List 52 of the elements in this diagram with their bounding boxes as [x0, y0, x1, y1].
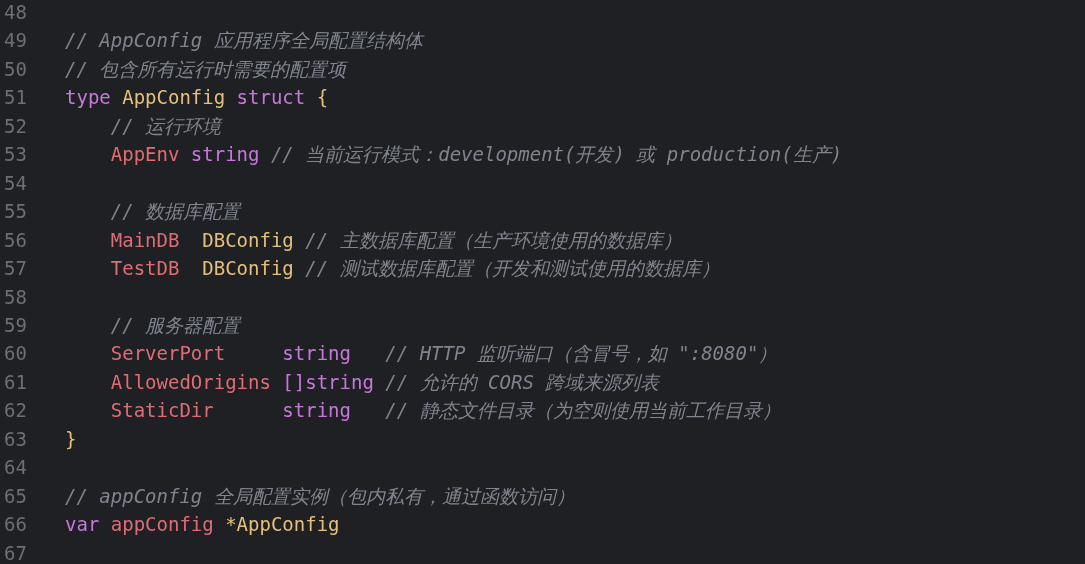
- line-number: 57: [4, 256, 27, 281]
- line-number: 65: [4, 483, 27, 508]
- code-comment: // 包含所有运行时需要的配置项: [65, 56, 347, 81]
- line-number: 61: [4, 369, 27, 394]
- code-comment: // 服务器配置: [110, 312, 241, 337]
- code-keyword: string: [190, 142, 260, 167]
- code-comment: // 允许的 CORS 跨域来源列表: [385, 369, 660, 394]
- line-number: 60: [4, 341, 27, 366]
- brace: }: [65, 426, 77, 451]
- code-comment: // AppConfig 应用程序全局配置结构体: [65, 28, 423, 53]
- variable-name: appConfig: [110, 512, 214, 537]
- line-number: 58: [4, 284, 27, 309]
- code-comment: // 运行环境: [110, 113, 222, 138]
- code-comment: // HTTP 监听端口（含冒号，如 ":8080"）: [385, 341, 778, 366]
- field-name: StaticDir: [110, 398, 214, 423]
- type-name: DBConfig: [202, 227, 294, 252]
- line-number: 55: [4, 199, 27, 224]
- line-number: 53: [4, 142, 27, 167]
- code-keyword: string: [282, 398, 351, 423]
- field-name: TestDB: [110, 256, 180, 281]
- code-keyword: type: [65, 85, 111, 110]
- line-number: 54: [4, 170, 27, 195]
- line-number: 49: [4, 28, 27, 53]
- line-number: 56: [4, 227, 27, 252]
- line-number: 63: [4, 426, 27, 451]
- code-keyword: []string: [282, 369, 374, 394]
- line-number: 64: [4, 455, 27, 480]
- code-comment: // 数据库配置: [110, 199, 241, 224]
- line-number: 66: [4, 512, 27, 537]
- line-number: 62: [4, 398, 27, 423]
- line-number: 67: [4, 540, 27, 564]
- field-name: ServerPort: [110, 341, 226, 366]
- code-keyword: struct: [236, 85, 306, 110]
- line-number: 51: [4, 85, 27, 110]
- code-comment: // 主数据库配置（生产环境使用的数据库）: [305, 227, 682, 252]
- code-comment: // 测试数据库配置（开发和测试使用的数据库）: [305, 256, 720, 281]
- code-comment: // 当前运行模式：development(开发) 或 production(生产): [270, 142, 843, 167]
- field-name: AllowedOrigins: [110, 369, 271, 394]
- code-comment: // appConfig 全局配置实例（包内私有，通过函数访问）: [65, 483, 575, 508]
- line-number: 48: [4, 0, 27, 24]
- code-comment: // 静态文件目录（为空则使用当前工作目录）: [385, 398, 781, 423]
- code-keyword: string: [282, 341, 351, 366]
- field-name: AppEnv: [110, 142, 180, 167]
- code-keyword: var: [65, 512, 100, 537]
- line-number: 52: [4, 113, 27, 138]
- type-name: DBConfig: [202, 256, 294, 281]
- line-number: 50: [4, 56, 27, 81]
- brace: {: [316, 85, 329, 110]
- field-name: MainDB: [110, 227, 180, 252]
- type-name: AppConfig: [122, 85, 226, 110]
- type-name: *AppConfig: [225, 512, 340, 537]
- line-number: 59: [4, 312, 27, 337]
